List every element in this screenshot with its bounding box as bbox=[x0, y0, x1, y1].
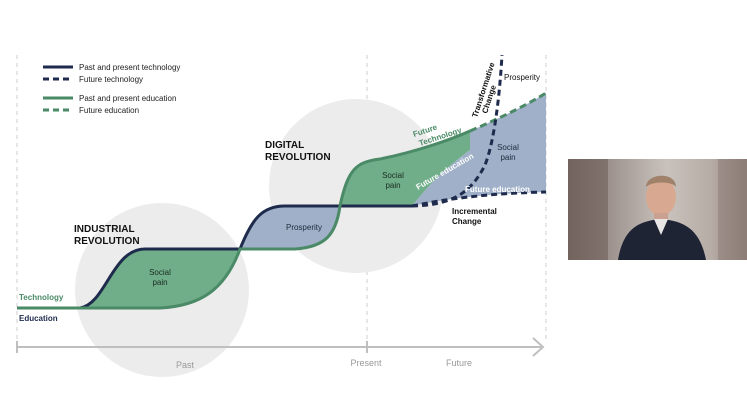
future-education-incremental-label: Future education bbox=[465, 185, 530, 194]
slide: Past and present technology Future techn… bbox=[16, 54, 547, 377]
future-technology-incremental-curve bbox=[411, 190, 547, 208]
incremental-change-label-line2: Change bbox=[452, 217, 482, 226]
future-social-pain-label-line1: Social bbox=[497, 143, 519, 152]
industrial-prosperity-area bbox=[240, 206, 340, 249]
digital-prosperity-area bbox=[412, 93, 546, 206]
technology-education-diagram: Past and present technology Future techn… bbox=[16, 54, 547, 377]
technology-past-present-curve bbox=[17, 204, 412, 310]
industrial-revolution-title-line2: REVOLUTION bbox=[74, 236, 140, 247]
future-prosperity-label: Prosperity bbox=[504, 73, 540, 82]
future-education-curve bbox=[469, 91, 547, 133]
incremental-change-label-line1: Incremental bbox=[452, 207, 497, 216]
digital-social-pain-label-line2: pain bbox=[385, 181, 400, 190]
industrial-revolution-title-line1: INDUSTRIAL bbox=[74, 224, 135, 235]
axis-label-present: Present bbox=[350, 358, 382, 368]
future-social-pain-label-line2: pain bbox=[500, 153, 515, 162]
digital-revolution-title-line2: REVOLUTION bbox=[265, 152, 331, 163]
future-technology-transformative-curve bbox=[411, 54, 504, 208]
education-curve-label: Education bbox=[19, 314, 58, 323]
axis-label-past: Past bbox=[176, 360, 195, 370]
digital-revolution-title-line1: DIGITAL bbox=[265, 140, 304, 151]
legend-label-past-present-education: Past and present education bbox=[79, 94, 176, 103]
industrial-social-pain-label-line2: pain bbox=[152, 278, 167, 287]
time-axis-arrowhead bbox=[532, 337, 545, 357]
legend-label-future-education: Future education bbox=[79, 106, 139, 115]
legend-label-future-technology: Future technology bbox=[79, 75, 143, 84]
axis-label-future: Future bbox=[446, 358, 472, 368]
digital-social-pain-label-line1: Social bbox=[382, 171, 404, 180]
legend-label-past-present-technology: Past and present technology bbox=[79, 63, 180, 72]
digital-social-pain-area bbox=[340, 131, 470, 206]
education-past-present-curve bbox=[17, 129, 471, 310]
industrial-prosperity-label: Prosperity bbox=[286, 223, 322, 232]
presenter-video-tile[interactable] bbox=[568, 159, 747, 260]
presenter-silhouette bbox=[568, 159, 747, 260]
technology-curve-label: Technology bbox=[19, 293, 64, 302]
industrial-social-pain-label-line1: Social bbox=[149, 268, 171, 277]
